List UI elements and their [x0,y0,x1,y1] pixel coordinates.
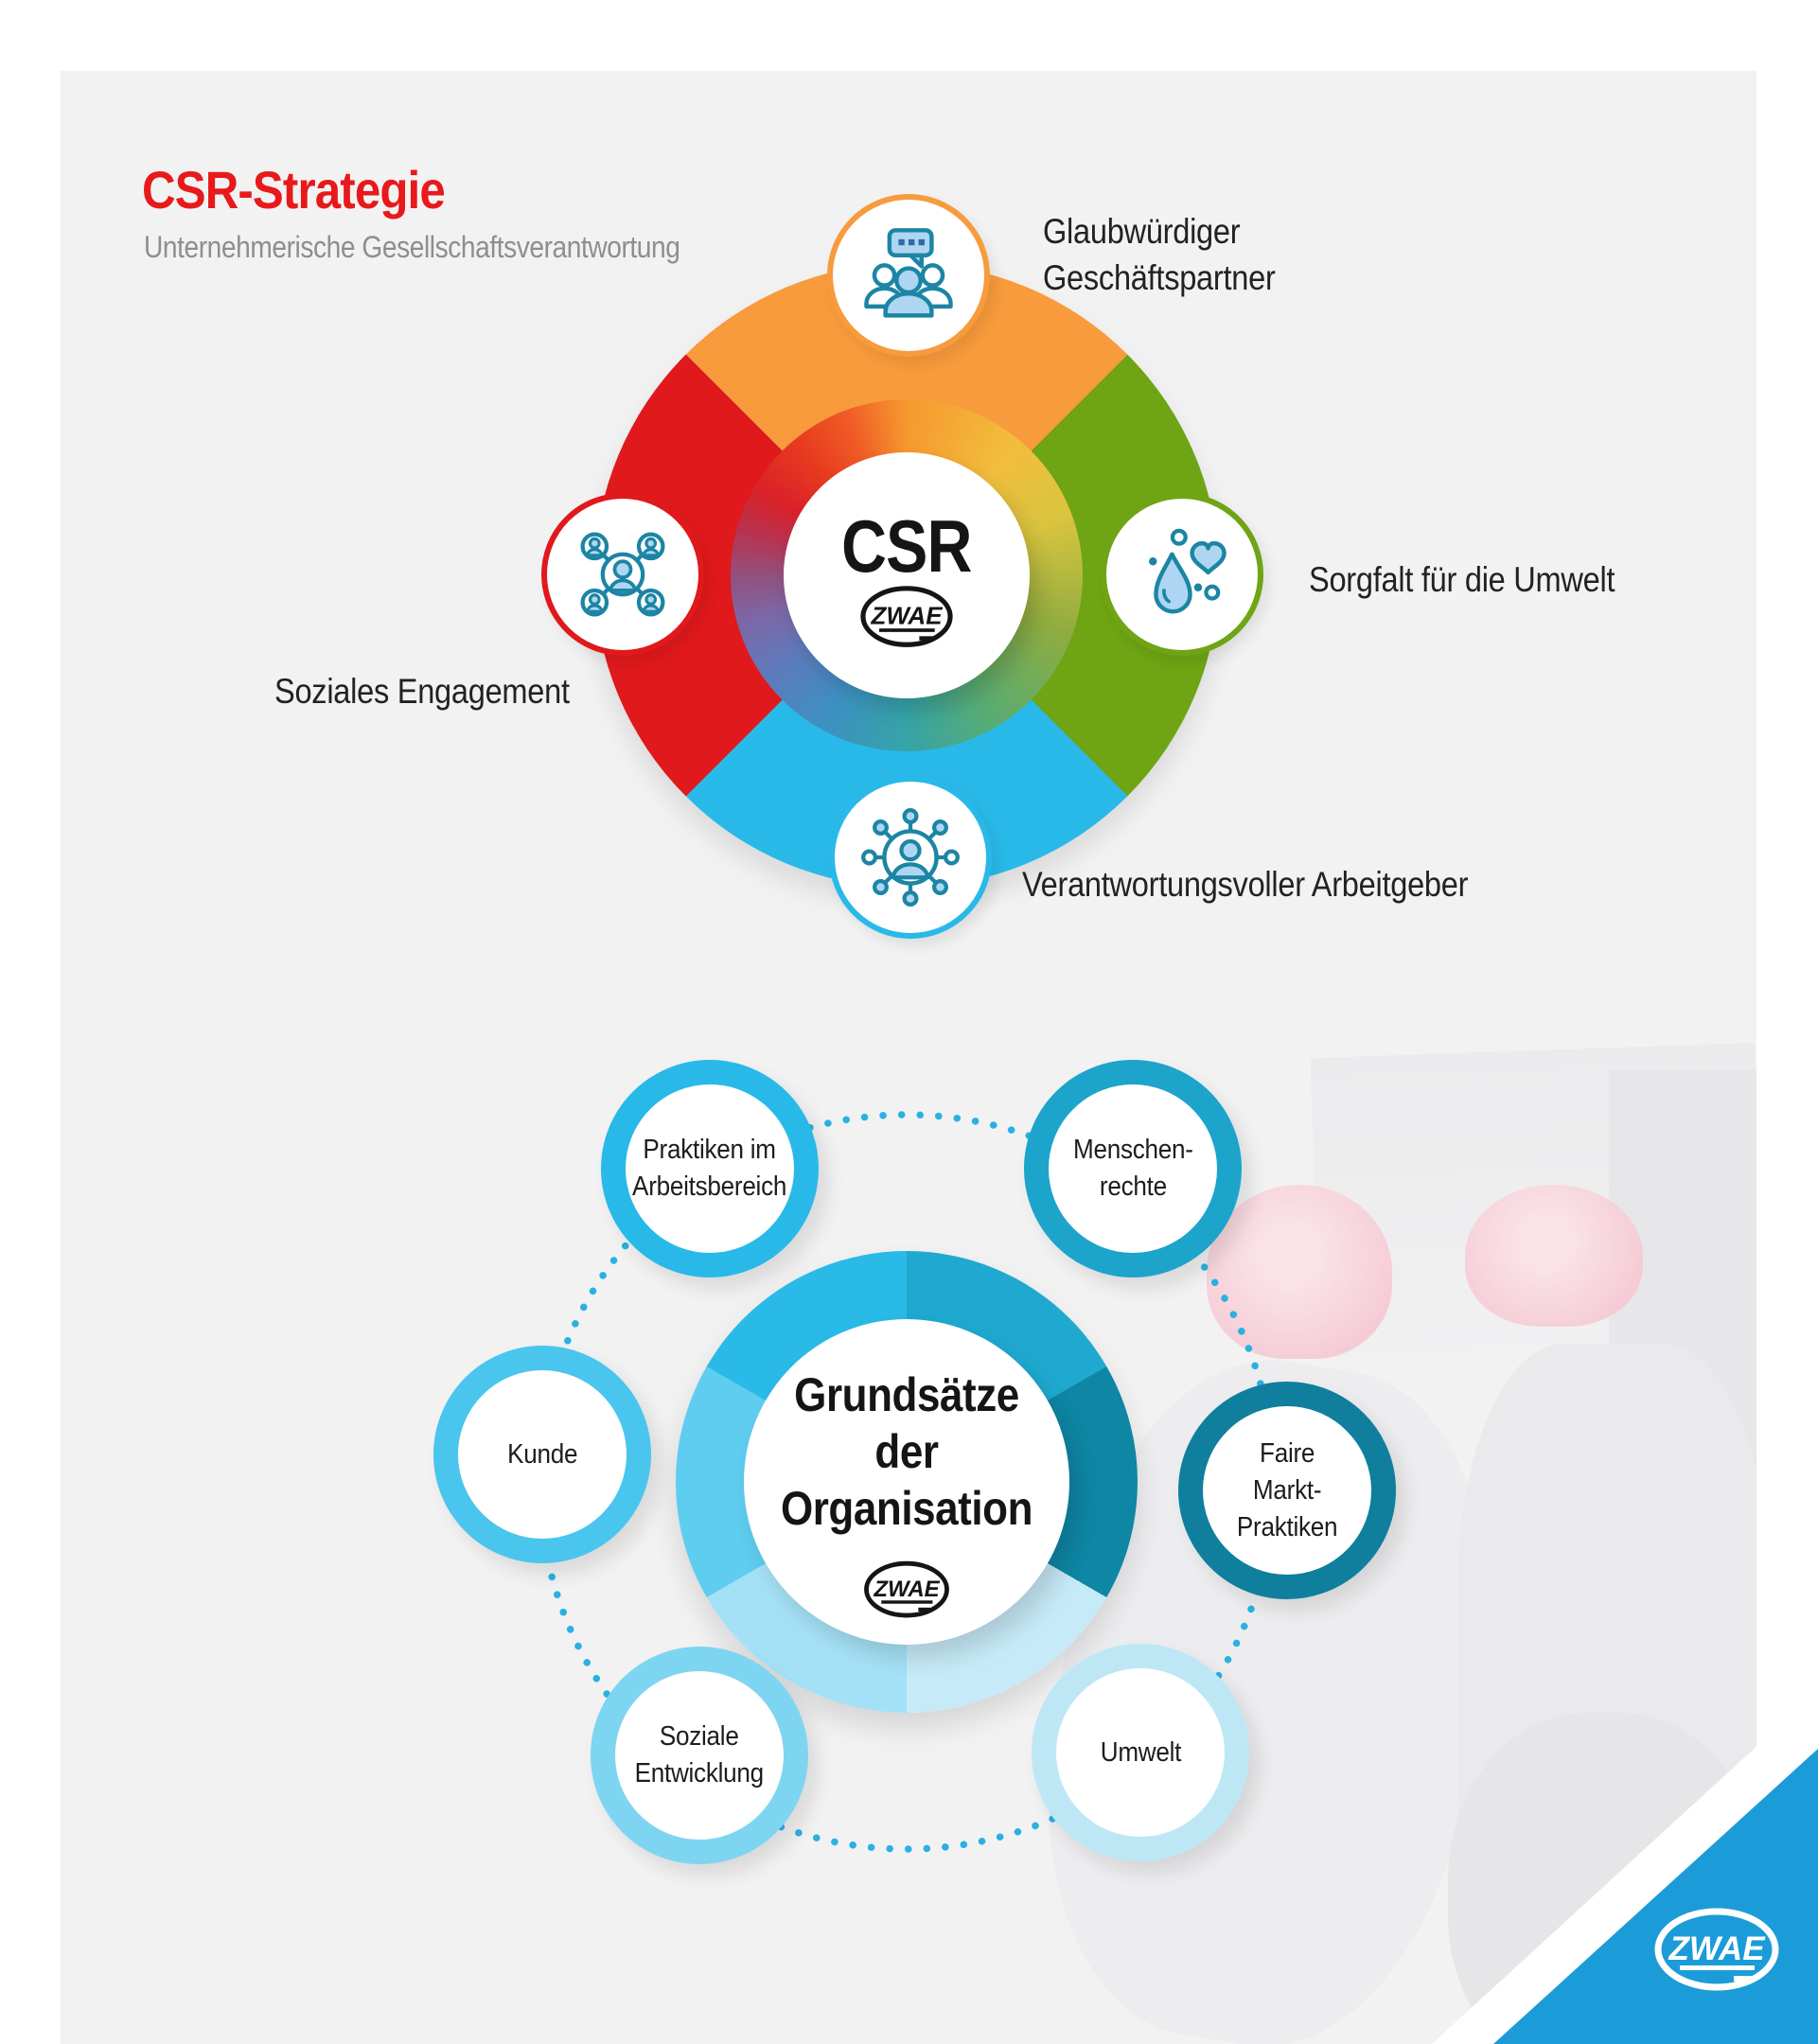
csr-node-environment [1101,493,1263,656]
zwae-logo: ZWAE [860,586,953,647]
photo-hardhat-right [1465,1185,1643,1327]
zwae-logo: ZWAE [864,1560,949,1618]
csr-node-business-partner [827,194,990,357]
zwae-logo-text: ZWAE [873,1577,940,1602]
people-discussion-icon [864,228,953,318]
label-employer: Verantwortungsvoller Arbeitgeber [1022,865,1469,904]
zwae-corner-logo: ZWAE [1654,1908,1779,1991]
csr-center-circle: CSR ZWAE [784,452,1030,698]
photo-hardhat-left [1207,1185,1392,1359]
drop-heart-icon [1149,528,1227,614]
principle-node-human-rights: Menschen- rechte [1024,1060,1242,1278]
principle-node-workplace-practices: Praktiken im Arbeitsbereich [601,1060,819,1278]
zwae-logo-text: ZWAE [1668,1930,1766,1967]
principle-node-fair-market: Faire Markt- Praktiken [1178,1382,1396,1599]
zwae-logo-text: ZWAE [870,602,943,630]
page-title: CSR-Strategie [142,160,446,220]
page-subtitle: Unternehmerische Gesellschaftsverantwort… [144,230,680,264]
csr-node-social-engagement [541,493,704,656]
principle-node-social-development: Soziale Entwicklung [591,1647,808,1864]
csr-node-employer [829,776,992,939]
principle-node-customer: Kunde [433,1346,651,1563]
people-network-icon [580,532,665,617]
csr-center-label: CSR [841,504,972,588]
label-environment: Sorgfalt für die Umwelt [1309,560,1615,599]
principle-node-environment: Umwelt [1032,1644,1249,1861]
label-business-partner: Glaubwürdiger Geschäftspartner [1043,212,1276,297]
label-social-engagement: Soziales Engagement [274,672,570,711]
person-hub-icon [861,808,960,907]
